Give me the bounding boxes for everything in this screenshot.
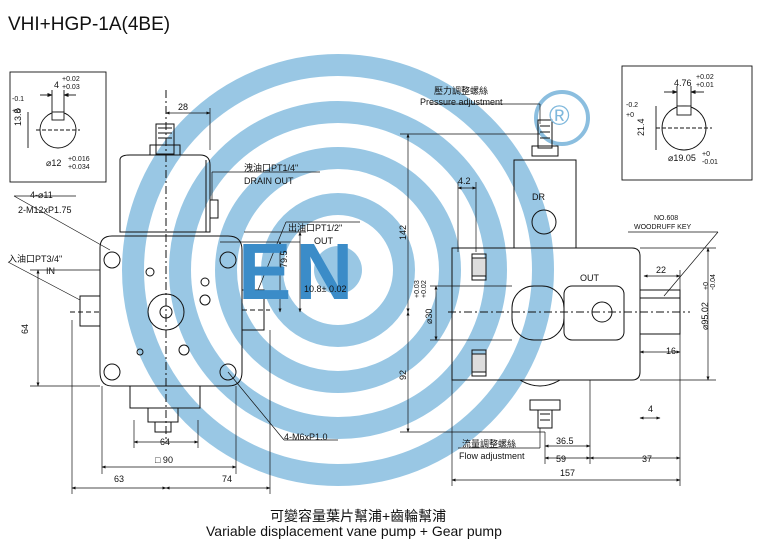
dim-4: 4: [648, 404, 654, 414]
left-key-width: 4: [54, 80, 60, 90]
dim-74: 74: [222, 474, 233, 484]
dim-64-horizontal: 64: [160, 437, 171, 447]
left-shaft-dia: ⌀12: [46, 158, 62, 168]
right-key-detail: [621, 65, 753, 181]
dim-142: 142: [398, 224, 408, 240]
left-key-height-tol-top: +0: [12, 108, 20, 115]
dim-16: 16: [666, 346, 677, 356]
dim-10-8: 10.8± 0.02: [304, 284, 347, 294]
dim-92: 92: [398, 369, 408, 380]
outlet-label-en: OUT: [314, 236, 333, 246]
dim-4-2: 4.2: [458, 176, 471, 186]
left-key-detail: [9, 71, 107, 183]
woodruff-key-no: NO.608: [654, 215, 679, 222]
flow-adj-en: Flow adjustment: [459, 451, 525, 461]
left-key-height-tol-bot: -0.1: [12, 96, 25, 103]
left-key-width-tol-top: +0.02: [62, 76, 80, 83]
dim-64-vertical: 64: [20, 323, 30, 334]
left-shaft-tol-bot: +0.034: [68, 164, 90, 171]
right-key-width-tol-bot: +0.01: [696, 82, 714, 89]
right-pump-view: [448, 119, 690, 429]
pressure-adj-cn: 壓力調整螺絲: [434, 86, 489, 96]
dim-30-tol-top: +0.03: [414, 280, 421, 298]
caption-chinese: 可變容量葉片幫浦+齒輪幫浦: [270, 508, 447, 524]
left-pump-view: [70, 90, 270, 440]
left-shaft-tol-top: +0.016: [68, 156, 90, 163]
right-key-width-tol-top: +0.02: [696, 74, 714, 81]
dim-28: 28: [178, 102, 189, 112]
pressure-adj-en: Pressure adjustment: [420, 97, 503, 107]
caption-english: Variable displacement vane pump + Gear p…: [206, 523, 502, 539]
inlet-label-en: IN: [46, 266, 55, 276]
flow-adj-cn: 流量調整螺絲: [462, 439, 517, 449]
registered-mark: [534, 90, 590, 146]
right-dimensions: [400, 103, 719, 486]
dim-22: 22: [656, 265, 667, 275]
mount-holes-label: 4-⌀11: [30, 190, 53, 200]
dim-30-tol-bot: +0.02: [421, 280, 428, 298]
woodruff-key-label: WOODRUFF KEY: [634, 224, 692, 231]
page-title: VHI+HGP-1A(4BE): [8, 14, 171, 35]
right-shaft-tol-top: +0: [702, 151, 710, 158]
dim-59: 59: [556, 454, 567, 464]
dim-95-tol-top: +0: [703, 282, 710, 290]
inlet-label-cn: 入油口PT3/4": [8, 254, 63, 264]
watermark-logo: [122, 54, 590, 486]
drain-label-cn: 洩油口PT1/4": [244, 163, 299, 173]
dim-37: 37: [642, 454, 653, 464]
dim-95-tol-bot: -0.04: [710, 274, 717, 290]
right-key-height: 21.4: [636, 118, 646, 136]
dim-90: □ 90: [155, 455, 173, 465]
left-key-width-tol-bot: +0.03: [62, 84, 80, 91]
dr-port-label: DR: [532, 192, 545, 202]
dim-79-5: 79.5: [279, 250, 289, 268]
bolts-label: 4-M6xP1.0: [284, 432, 328, 442]
drain-label-en: DRAIN OUT: [244, 176, 294, 186]
right-shaft-dia: ⌀19.05: [668, 153, 696, 163]
dim-95: ⌀95.02: [700, 302, 710, 330]
right-shaft-tol-bot: -0.01: [702, 159, 718, 166]
brand-logo-text: EN: [238, 227, 358, 316]
dim-36-5: 36.5: [556, 436, 574, 446]
dim-63: 63: [114, 474, 125, 484]
out-port-label: OUT: [580, 273, 599, 283]
left-dimensions: [7, 108, 360, 494]
registered-symbol: ®: [549, 100, 570, 131]
outlet-label-cn: 出油口PT1/2": [288, 223, 343, 233]
right-key-height-tol-top: +0: [626, 112, 634, 119]
mount-thread-label: 2-M12xP1.75: [18, 205, 72, 215]
right-key-height-tol-bot: -0.2: [626, 102, 639, 109]
right-key-width: 4.76: [674, 78, 692, 88]
dim-157: 157: [560, 468, 576, 478]
dim-30: ⌀30: [424, 308, 434, 324]
